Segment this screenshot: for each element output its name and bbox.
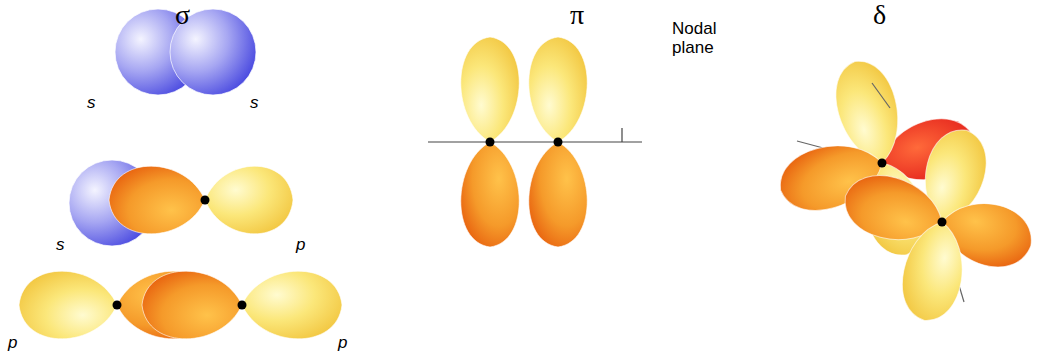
- d-orbital-lobe: [896, 217, 971, 326]
- p-orbital-lobe: [19, 271, 117, 339]
- axis-line: [872, 83, 890, 108]
- nucleus-dot: [878, 159, 887, 168]
- nucleus-dot: [238, 301, 247, 310]
- bond-type-heading: π: [570, 0, 584, 31]
- orbital-label: s: [250, 94, 259, 113]
- p-orbital-lobe: [529, 37, 587, 142]
- p-orbital-lobe: [142, 271, 242, 339]
- nucleus-dot: [554, 138, 563, 147]
- nucleus-dot: [486, 138, 495, 147]
- nodal-plane-tick: [621, 128, 622, 142]
- nucleus-dot: [938, 218, 947, 227]
- p-orbital-lobe: [529, 142, 587, 247]
- p-orbital-lobe: [242, 271, 342, 339]
- nucleus-dot: [201, 196, 210, 205]
- nucleus-dot: [113, 301, 122, 310]
- orbital-label: s: [87, 94, 96, 113]
- orbital-label: p: [8, 334, 17, 353]
- p-orbital-lobe: [109, 166, 205, 234]
- bond-type-heading: δ: [873, 0, 886, 31]
- p-orbital-lobe: [205, 166, 293, 234]
- p-orbital-lobe: [461, 37, 519, 142]
- p-orbital-lobe: [461, 142, 519, 247]
- orbital-label: s: [56, 236, 65, 255]
- bond-type-heading: σ: [175, 0, 190, 31]
- orbital-label: p: [338, 334, 347, 353]
- nodal-plane-label: Nodal plane: [672, 20, 732, 57]
- orbital-label: p: [296, 236, 305, 255]
- nodal-plane-line: [428, 141, 642, 142]
